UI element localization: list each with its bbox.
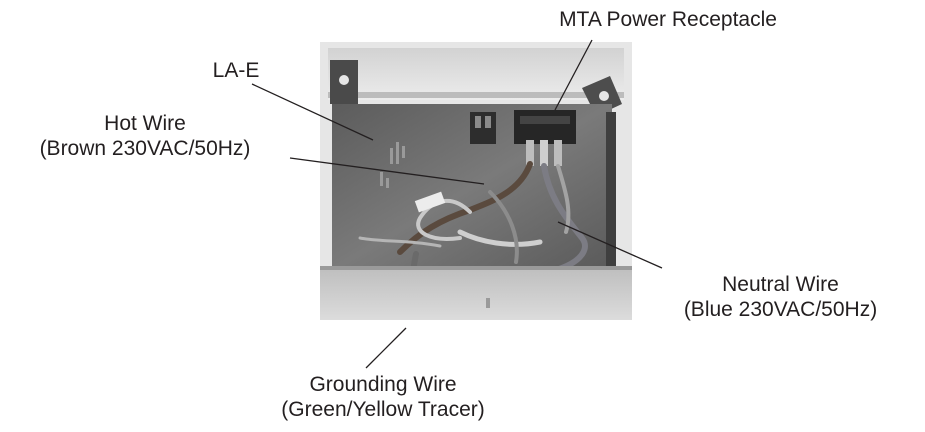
callout-lae-text: LA-E	[212, 59, 260, 82]
mta-power-receptacle	[514, 110, 576, 144]
callout-hot-detail: (Brown 230VAC/50Hz)	[39, 137, 251, 160]
callout-mta-text: MTA Power Receptacle	[559, 8, 777, 31]
callout-mta-power-receptacle: MTA Power Receptacle	[528, 7, 808, 32]
bottom-lip	[320, 266, 632, 320]
leader-mta	[554, 39, 593, 111]
callout-la-e: LA-E	[196, 58, 276, 83]
leader-lae	[251, 83, 374, 141]
junction-box-illustration	[320, 42, 632, 320]
callout-hot-title: Hot Wire	[104, 112, 186, 135]
callout-neutral-wire: Neutral Wire (Blue 230VAC/50Hz)	[638, 272, 923, 322]
callout-hot-wire: Hot Wire (Brown 230VAC/50Hz)	[0, 111, 290, 161]
wire-clip	[414, 191, 446, 213]
leader-neutral	[557, 221, 663, 269]
callout-grounding-wire: Grounding Wire (Green/Yellow Tracer)	[238, 372, 528, 422]
callout-neutral-title: Neutral Wire	[722, 273, 839, 296]
board-markings	[380, 142, 405, 188]
callout-ground-title: Grounding Wire	[309, 373, 457, 396]
leader-ground	[365, 327, 407, 369]
callout-neutral-detail: (Blue 230VAC/50Hz)	[683, 298, 878, 321]
neutral-wire	[541, 163, 588, 273]
right-wall	[606, 112, 616, 276]
leader-hot	[289, 157, 485, 185]
callout-ground-detail: (Green/Yellow Tracer)	[281, 398, 485, 421]
board-connector	[470, 112, 496, 144]
junction-box-photo	[320, 42, 632, 320]
